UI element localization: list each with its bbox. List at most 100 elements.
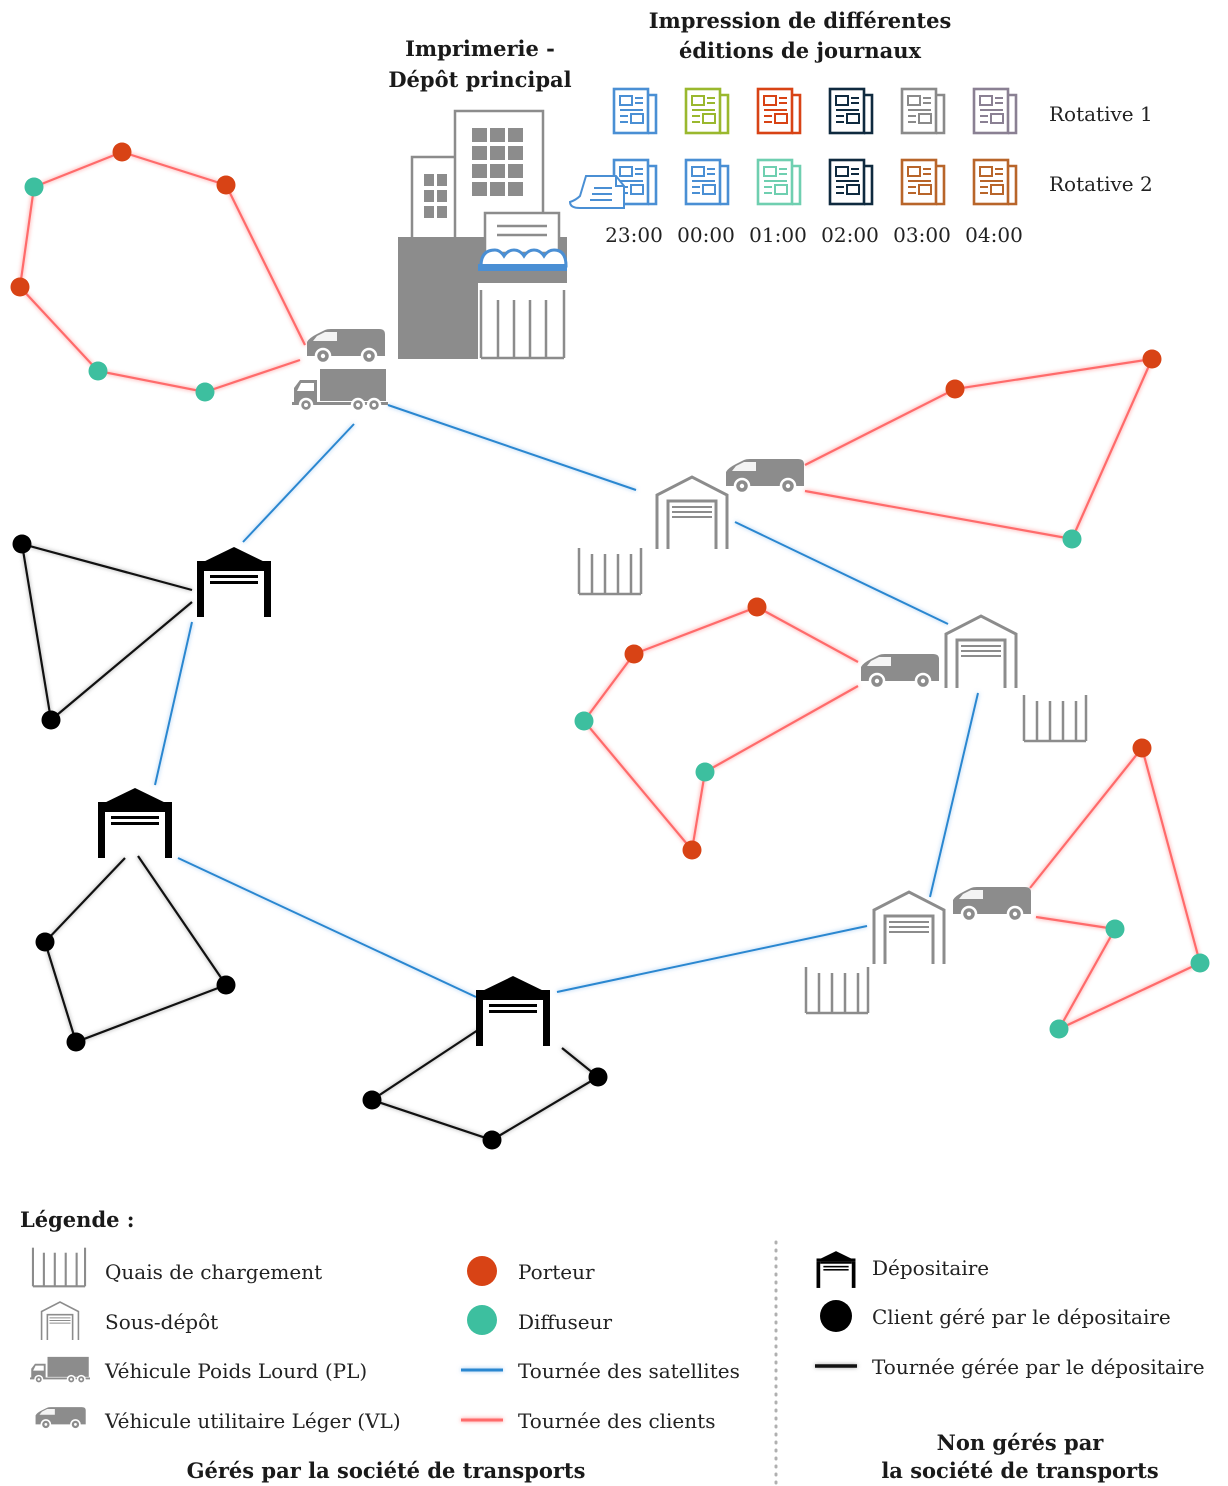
- legend-label-client: Client géré par le dépositaire: [872, 1305, 1171, 1329]
- client-route-east: [804, 357, 1154, 541]
- diffuseur-node: [24, 177, 44, 197]
- legend-label-loading-dock: Quais de chargement: [105, 1260, 322, 1284]
- porteur-node: [747, 597, 767, 617]
- newspaper-icon: [900, 158, 946, 206]
- edition-time-label: 02:00: [821, 223, 879, 247]
- depositaire-routes: [20, 542, 600, 1142]
- satellite-route-east-mid: [734, 521, 949, 625]
- loading-dock-icon: [577, 546, 643, 596]
- porteur-node: [216, 175, 236, 195]
- client-node: [35, 932, 55, 952]
- depositaire-route-c: [369, 1029, 600, 1142]
- rotative-1-label: Rotative 1: [1049, 102, 1153, 126]
- editions-grid: [612, 87, 1018, 206]
- client-node: [588, 1067, 608, 1087]
- porteur-node: [1132, 738, 1152, 758]
- newspaper-icon: [972, 158, 1018, 206]
- edition-time-label: 01:00: [749, 223, 807, 247]
- edition-time-label: 03:00: [893, 223, 951, 247]
- satellite-route-depositaire-b-c: [177, 857, 477, 998]
- van-icon: [34, 1406, 87, 1430]
- satellite-route-depot-east: [387, 404, 637, 491]
- depositaire-icon: [98, 788, 172, 858]
- diffuseur-node: [1062, 529, 1082, 549]
- loading-dock-icon: [804, 965, 870, 1015]
- diffuseur-nodes: [24, 177, 1210, 1039]
- legend-unmanaged-caption-line1: Non gérés par: [937, 1430, 1105, 1455]
- depot-title-line1: Imprimerie -: [405, 36, 555, 61]
- sub-depot-icon: [655, 475, 729, 551]
- satellite-route-depositaire-c-southeast: [556, 925, 868, 993]
- edition-time-label: 00:00: [677, 223, 735, 247]
- depot-title-line2: Dépôt principal: [388, 67, 571, 92]
- porteur-node: [1142, 349, 1162, 369]
- porteur-node: [682, 840, 702, 860]
- editions-title-line1: Impression de différentes: [649, 8, 952, 33]
- van-icon: [724, 458, 806, 494]
- van-icon: [305, 328, 387, 364]
- diffuseur-node: [695, 762, 715, 782]
- diffuseur-node: [1190, 953, 1210, 973]
- van-icon: [859, 653, 941, 689]
- legend-label-van: Véhicule utilitaire Léger (VL): [104, 1409, 401, 1433]
- porteur-nodes: [10, 142, 1162, 860]
- legend-label-depositaire-route: Tournée gérée par le dépositaire: [872, 1355, 1205, 1379]
- porteur-node: [10, 277, 30, 297]
- legend-label-diffuseur: Diffuseur: [518, 1310, 613, 1334]
- legend: Légende : Quais de chargement Sous-dépôt…: [20, 1207, 1205, 1486]
- legend-label-depositaire: Dépositaire: [872, 1256, 989, 1280]
- newspaper-icon: [972, 87, 1018, 135]
- van-icon: [951, 886, 1033, 922]
- client-route-southeast: [1029, 745, 1202, 1032]
- sub-depot-icon: [40, 1301, 80, 1341]
- client-node: [362, 1090, 382, 1110]
- depositaire-icon: [476, 976, 550, 1046]
- client-node: [12, 534, 32, 554]
- legend-label-satellite-route: Tournée des satellites: [518, 1359, 740, 1383]
- client-node: [41, 710, 61, 730]
- newspaper-icon: [756, 87, 802, 135]
- satellite-route-depot-depositaire-a: [242, 423, 355, 543]
- legend-unmanaged-caption-line2: la société de transports: [881, 1458, 1158, 1483]
- newspaper-icon: [612, 87, 658, 135]
- diffuseur-node: [1105, 919, 1125, 939]
- main-depot-printing-plant: [398, 109, 568, 360]
- satellite-route-mid-southeast: [929, 692, 979, 898]
- diffuseur-node: [88, 361, 108, 381]
- porteur-node: [945, 379, 965, 399]
- client-node: [216, 975, 236, 995]
- times-row: 23:00 00:00 01:00 02:00 03:00 04:00: [605, 223, 1023, 247]
- newspaper-icon: [828, 158, 874, 206]
- satellite-route-depositaire-a-b: [154, 621, 193, 786]
- truck-icon: [292, 368, 388, 412]
- porteur-node: [112, 142, 132, 162]
- client-dot-icon: [820, 1300, 852, 1332]
- diffuseur-node: [195, 382, 215, 402]
- diffuseur-node: [1049, 1019, 1069, 1039]
- satellite-routes: [154, 404, 979, 998]
- newspaper-icon: [900, 87, 946, 135]
- rotative-2-label: Rotative 2: [1049, 172, 1153, 196]
- depositaire-route-b: [43, 855, 228, 1044]
- legend-label-porteur: Porteur: [518, 1260, 595, 1284]
- depositaire-route-a: [20, 542, 193, 723]
- editions-title-line2: éditions de journaux: [679, 38, 922, 63]
- client-node: [66, 1032, 86, 1052]
- legend-managed-caption: Gérés par la société de transports: [187, 1458, 586, 1483]
- newspaper-icon: [828, 87, 874, 135]
- edition-time-label: 23:00: [605, 223, 663, 247]
- client-nodes: [12, 534, 608, 1150]
- newspaper-icon: [756, 158, 802, 206]
- truck-icon: [30, 1356, 90, 1384]
- sub-depot-icon: [944, 614, 1018, 690]
- loading-dock-icon: [31, 1246, 87, 1288]
- newspaper-icon: [684, 158, 730, 206]
- client-node: [482, 1130, 502, 1150]
- diffuseur-dot-icon: [467, 1305, 497, 1335]
- porteur-node: [624, 644, 644, 664]
- client-route-middle: [582, 605, 859, 853]
- porteur-dot-icon: [467, 1256, 497, 1286]
- edition-time-label: 04:00: [965, 223, 1023, 247]
- depositaire-icon: [197, 547, 271, 617]
